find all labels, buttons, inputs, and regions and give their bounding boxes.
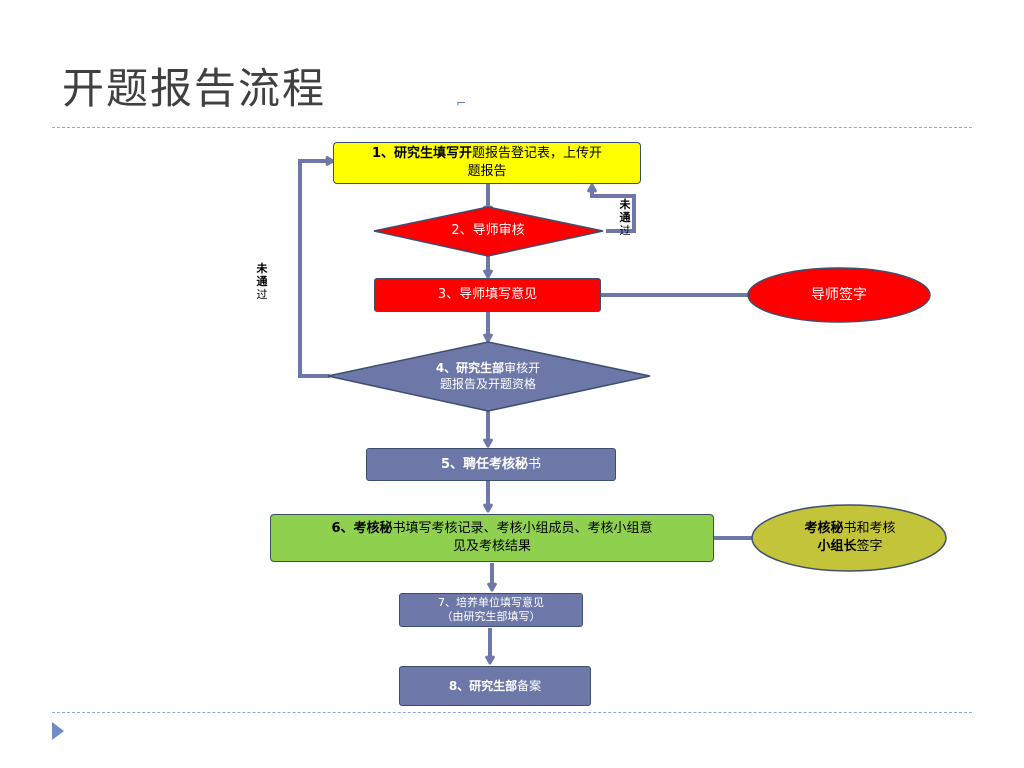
step-8-text: 备案 [517, 678, 542, 693]
loop-right-note-3: 过 [619, 224, 631, 237]
step-8-bold: 8、研究生部 [448, 678, 518, 693]
bottom-divider [52, 712, 972, 713]
advisor-sign-ellipse [747, 267, 931, 323]
step-7-box: 7、培养单位填写意见 （由研究生部填写） [399, 593, 583, 627]
step-7-text-line2: （由研究生部填写） [441, 610, 541, 623]
step-3-label: 3、导师填写意见 [437, 287, 538, 303]
next-slide-arrow-icon[interactable] [52, 722, 64, 740]
loop-left-note-1: 未 [256, 262, 268, 275]
step-1-text-line2: 题报告 [467, 164, 507, 179]
loop-left-note-2: 通 [256, 275, 268, 288]
secretary-sign-text1: 书和考核 [843, 521, 896, 537]
step-6-text: 书填写考核记录、考核小组成员、考核小组意 [392, 521, 653, 537]
secretary-sign-bold1: 考核秘 [804, 521, 844, 537]
step-1-box: 1、研究生填写开题报告登记表，上传开 题报告 [333, 142, 641, 184]
loop-left-note-3: 过 [256, 288, 268, 301]
loop-right-note-2: 通 [619, 211, 631, 224]
step-2-diamond [373, 206, 604, 257]
step-8-box: 8、研究生部备案 [399, 666, 591, 706]
step-5-box: 5、聘任考核秘书 [366, 448, 616, 481]
step-3-box: 3、导师填写意见 [374, 278, 601, 312]
step-4-label: 4、研究生部审核开 题报告及开题资格 [398, 356, 578, 396]
advisor-sign-label: 导师签字 [811, 286, 867, 303]
step-7-text-line1: 7、培养单位填写意见 [438, 595, 544, 609]
step-6-box: 6、考核秘书填写考核记录、考核小组成员、考核小组意 见及考核结果 [270, 514, 714, 562]
secretary-sign-label: 考核秘书和考核 小组长签字 [770, 516, 930, 560]
step-4-text: 审核开 [504, 360, 541, 375]
loop-left-note: 未 通 过 [255, 262, 269, 301]
step-4-bold: 4、研究生部 [435, 360, 505, 375]
loop-right-arrow [592, 186, 636, 233]
step-1-bold: 1、研究生填写开 [371, 146, 473, 162]
page-title: 开题报告流程 [62, 64, 327, 113]
step-4-text-line2: 题报告及开题资格 [439, 377, 536, 391]
secretary-sign-ellipse [751, 504, 947, 572]
step-6-text-line2: 见及考核结果 [452, 539, 531, 554]
step-5-text: 书 [528, 456, 542, 472]
loop-left-arrow [298, 161, 332, 378]
secretary-sign-bold2: 小组长 [817, 539, 857, 554]
loop-right-note-1: 未 [619, 198, 631, 211]
step-6-bold: 6、考核秘 [331, 521, 393, 537]
secretary-sign-text2: 签字 [856, 539, 883, 554]
loop-right-note: 未 通 过 [618, 198, 632, 237]
step-5-bold: 5、聘任考核秘 [440, 456, 529, 472]
step-1-text: 题报告登记表，上传开 [472, 146, 603, 162]
step-4-diamond [327, 341, 651, 412]
cursor-mark-icon: ⌐ [456, 96, 467, 110]
top-divider [52, 127, 972, 128]
step-2-label: 2、导师审核 [451, 223, 525, 239]
